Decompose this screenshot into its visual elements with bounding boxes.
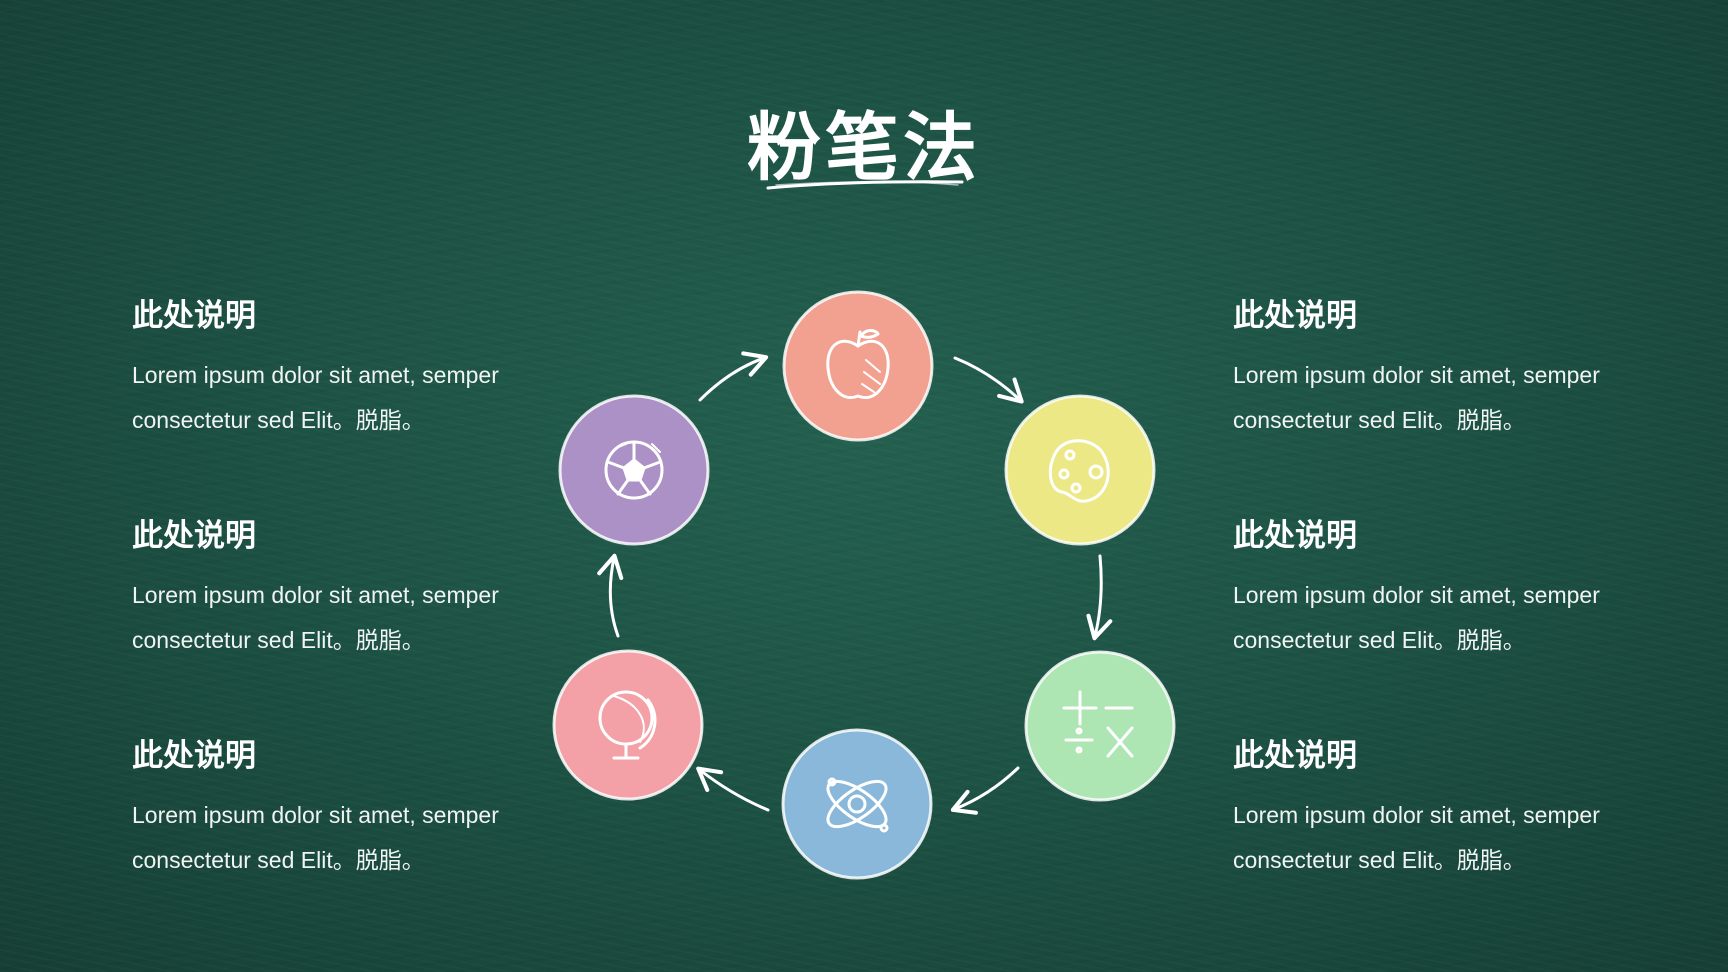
- description-text: Lorem ipsum dolor sit amet, semper conse…: [1233, 802, 1600, 873]
- description-heading: 此处说明: [132, 298, 256, 334]
- description-heading: 此处说明: [1233, 738, 1357, 774]
- description-heading: 此处说明: [132, 518, 256, 554]
- cycle-node-atom: [781, 728, 933, 880]
- atom-icon: [826, 777, 889, 833]
- description-right-1: 此处说明 Lorem ipsum dolor sit amet, semper …: [1233, 290, 1613, 443]
- globe-icon: [598, 690, 657, 760]
- description-text: Lorem ipsum dolor sit amet, semper conse…: [1233, 362, 1600, 433]
- description-text: Lorem ipsum dolor sit amet, semper conse…: [132, 582, 499, 653]
- arrow-4-to-5: [696, 766, 770, 812]
- description-text: Lorem ipsum dolor sit amet, semper conse…: [1233, 582, 1600, 653]
- arrow-5-to-6: [597, 553, 624, 638]
- node-circle: [781, 728, 933, 880]
- description-text: Lorem ipsum dolor sit amet, semper conse…: [132, 362, 499, 433]
- cycle-node-apple: [782, 290, 934, 442]
- page-title: 粉笔法: [747, 105, 981, 191]
- node-circle: [552, 649, 704, 801]
- palette-icon: [1048, 439, 1110, 503]
- math-symbols-icon: [1062, 690, 1134, 758]
- description-right-2: 此处说明 Lorem ipsum dolor sit amet, semper …: [1233, 510, 1613, 663]
- description-heading: 此处说明: [1233, 518, 1357, 554]
- cycle-node-math: [1024, 650, 1176, 802]
- title-underline: [766, 180, 964, 190]
- node-circle: [1004, 394, 1156, 546]
- arrow-6-to-1: [698, 351, 769, 402]
- description-heading: 此处说明: [132, 738, 256, 774]
- description-text: Lorem ipsum dolor sit amet, semper conse…: [132, 802, 499, 873]
- soccer-ball-icon: [604, 440, 664, 500]
- apple-icon: [826, 329, 890, 399]
- arrow-1-to-2: [953, 356, 1024, 404]
- cycle-node-soccer: [558, 394, 710, 546]
- cycle-node-globe: [552, 649, 704, 801]
- description-left-3: 此处说明 Lorem ipsum dolor sit amet, semper …: [132, 730, 512, 883]
- description-right-3: 此处说明 Lorem ipsum dolor sit amet, semper …: [1233, 730, 1613, 883]
- description-left-1: 此处说明 Lorem ipsum dolor sit amet, semper …: [132, 290, 512, 443]
- cycle-node-palette: [1004, 394, 1156, 546]
- node-circle: [1024, 650, 1176, 802]
- arrow-3-to-4: [950, 766, 1020, 815]
- arrow-2-to-3: [1086, 554, 1113, 641]
- node-circle: [782, 290, 934, 442]
- description-heading: 此处说明: [1233, 298, 1357, 334]
- description-left-2: 此处说明 Lorem ipsum dolor sit amet, semper …: [132, 510, 512, 663]
